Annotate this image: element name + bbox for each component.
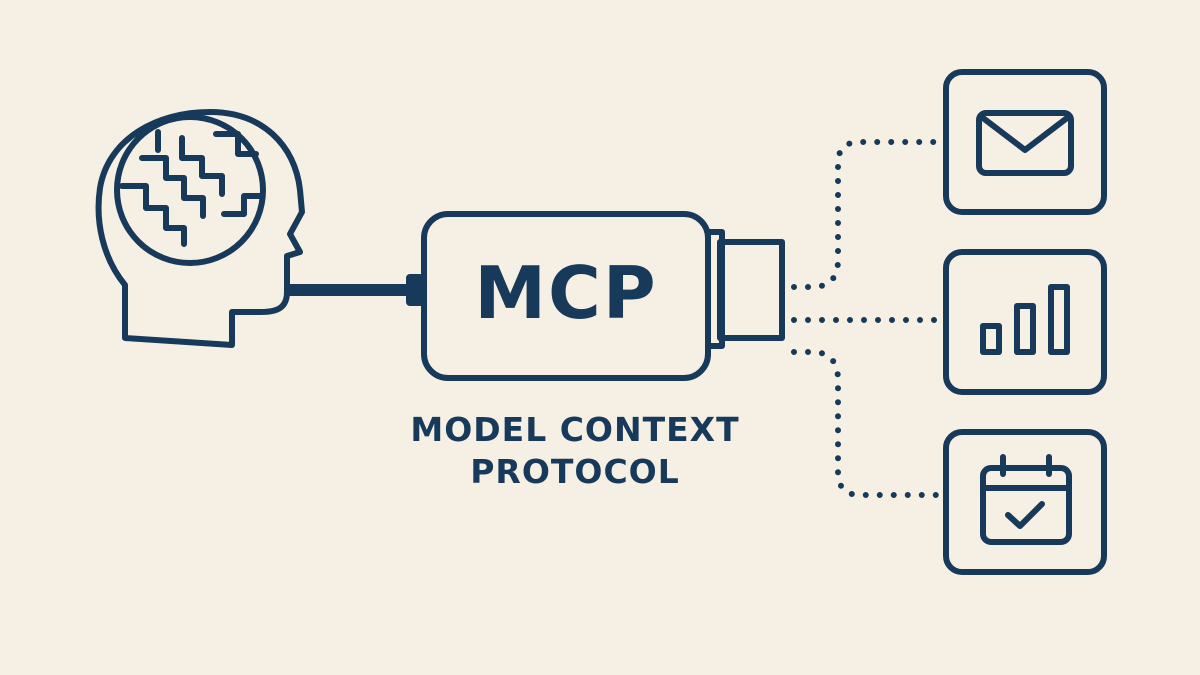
caption-line-1: MODEL CONTEXT — [410, 410, 740, 449]
calendar-tool-box — [943, 429, 1107, 575]
cable — [287, 274, 424, 306]
calendar-check-icon — [980, 454, 1072, 545]
mcp-label: MCP — [474, 251, 657, 335]
mail-tool-box — [943, 69, 1107, 215]
dotted-connectors — [791, 139, 944, 498]
connector-mail — [791, 139, 944, 290]
mail-icon — [976, 110, 1074, 176]
chart-tool-box — [943, 249, 1107, 395]
caption-line-2: PROTOCOL — [470, 452, 680, 491]
bar-chart-icon — [980, 284, 1070, 355]
connector-calendar — [791, 349, 944, 498]
mcp-plug-device: MCP — [421, 211, 785, 381]
head-brain-icon — [95, 109, 305, 348]
